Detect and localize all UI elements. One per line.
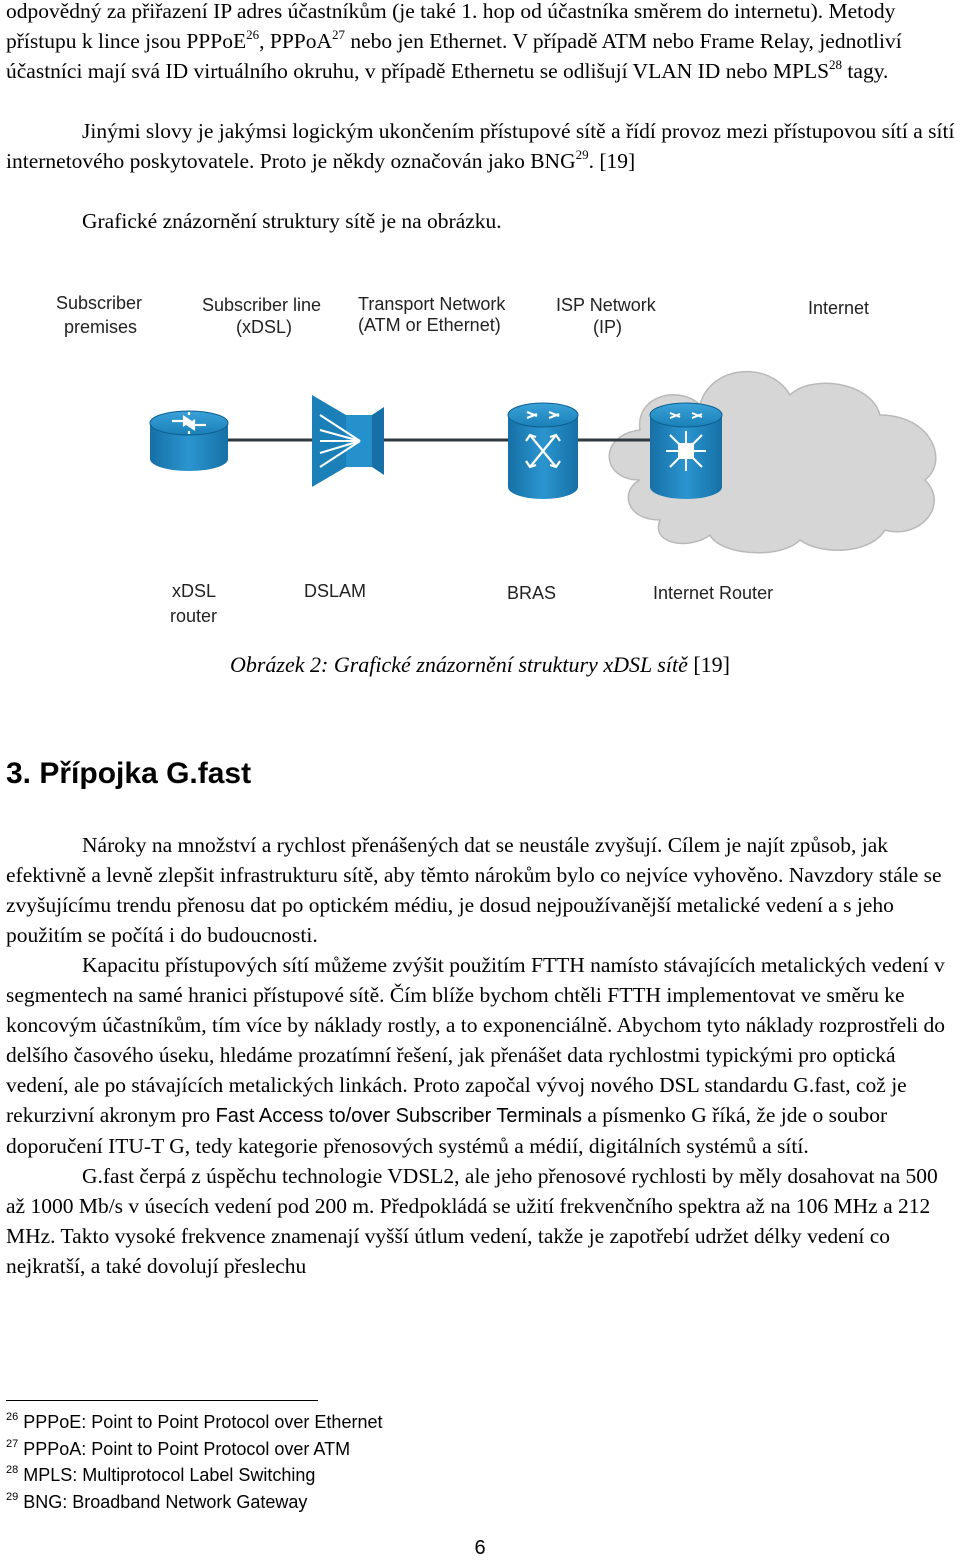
xdsl-router-icon: [149, 410, 229, 471]
label-xdsl-router-2: router: [170, 606, 217, 626]
footnote: 29 BNG: Broadband Network Gateway: [6, 1490, 308, 1512]
page-number: 6: [474, 1537, 486, 1559]
label-subscriber-line-2: (xDSL): [236, 317, 292, 337]
xdsl-network-diagram: Subscriber premises Subscriber line (xDS…: [56, 293, 937, 626]
label-internet-router: Internet Router: [653, 583, 773, 603]
footnote: 28 MPLS: Multiprotocol Label Switching: [6, 1464, 316, 1486]
footnote: 26 PPPoE: Point to Point Protocol over E…: [6, 1411, 383, 1433]
footnote: 27 PPPoA: Point to Point Protocol over A…: [6, 1437, 351, 1459]
body-paragraph-2: Kapacitu přístupových sítí můžeme zvýšit…: [6, 953, 946, 1158]
label-subscriber-line-1: Subscriber line: [202, 295, 321, 315]
internet-router-icon: [649, 402, 723, 499]
footnote-ref-29: 29: [575, 147, 589, 162]
footnote-ref-26: 26: [246, 27, 260, 42]
bng-paragraph: Jinými slovy je jakýmsi logickým ukončen…: [6, 119, 955, 173]
label-internet: Internet: [808, 298, 869, 318]
figure-intro: Grafické znázornění struktury sítě je na…: [82, 209, 502, 233]
footnote-ref-27: 27: [332, 27, 346, 42]
body-paragraph-3: G.fast čerpá z úspěchu technologie VDSL2…: [6, 1164, 938, 1278]
section-body: Nároky na množství a rychlost přenášenýc…: [6, 830, 956, 1281]
label-isp-network-1: ISP Network: [556, 295, 657, 315]
footnotes: 26 PPPoE: Point to Point Protocol over E…: [6, 1409, 382, 1515]
label-xdsl-router-1: xDSL: [172, 581, 216, 601]
dslam-icon: [312, 395, 384, 487]
footnote-ref-28: 28: [829, 57, 843, 72]
label-dslam: DSLAM: [304, 581, 366, 601]
label-transport-network-2: (ATM or Ethernet): [358, 315, 501, 335]
footnote-separator: [6, 1400, 318, 1401]
label-transport-network-1: Transport Network: [358, 294, 506, 314]
figure-caption: Obrázek 2: Grafické znázornění struktury…: [229, 652, 731, 677]
section-heading: 3. Přípojka G.fast: [6, 757, 252, 790]
label-subscriber-premises-1: Subscriber: [56, 293, 142, 313]
label-bras: BRAS: [507, 583, 556, 603]
label-subscriber-premises-2: premises: [64, 317, 137, 337]
body-paragraph-1: Nároky na množství a rychlost přenášenýc…: [6, 833, 942, 947]
bras-icon: [507, 402, 579, 499]
label-isp-network-2: (IP): [593, 317, 622, 337]
intro-paragraph: odpovědný za přiřazení IP adres účastník…: [6, 0, 902, 83]
